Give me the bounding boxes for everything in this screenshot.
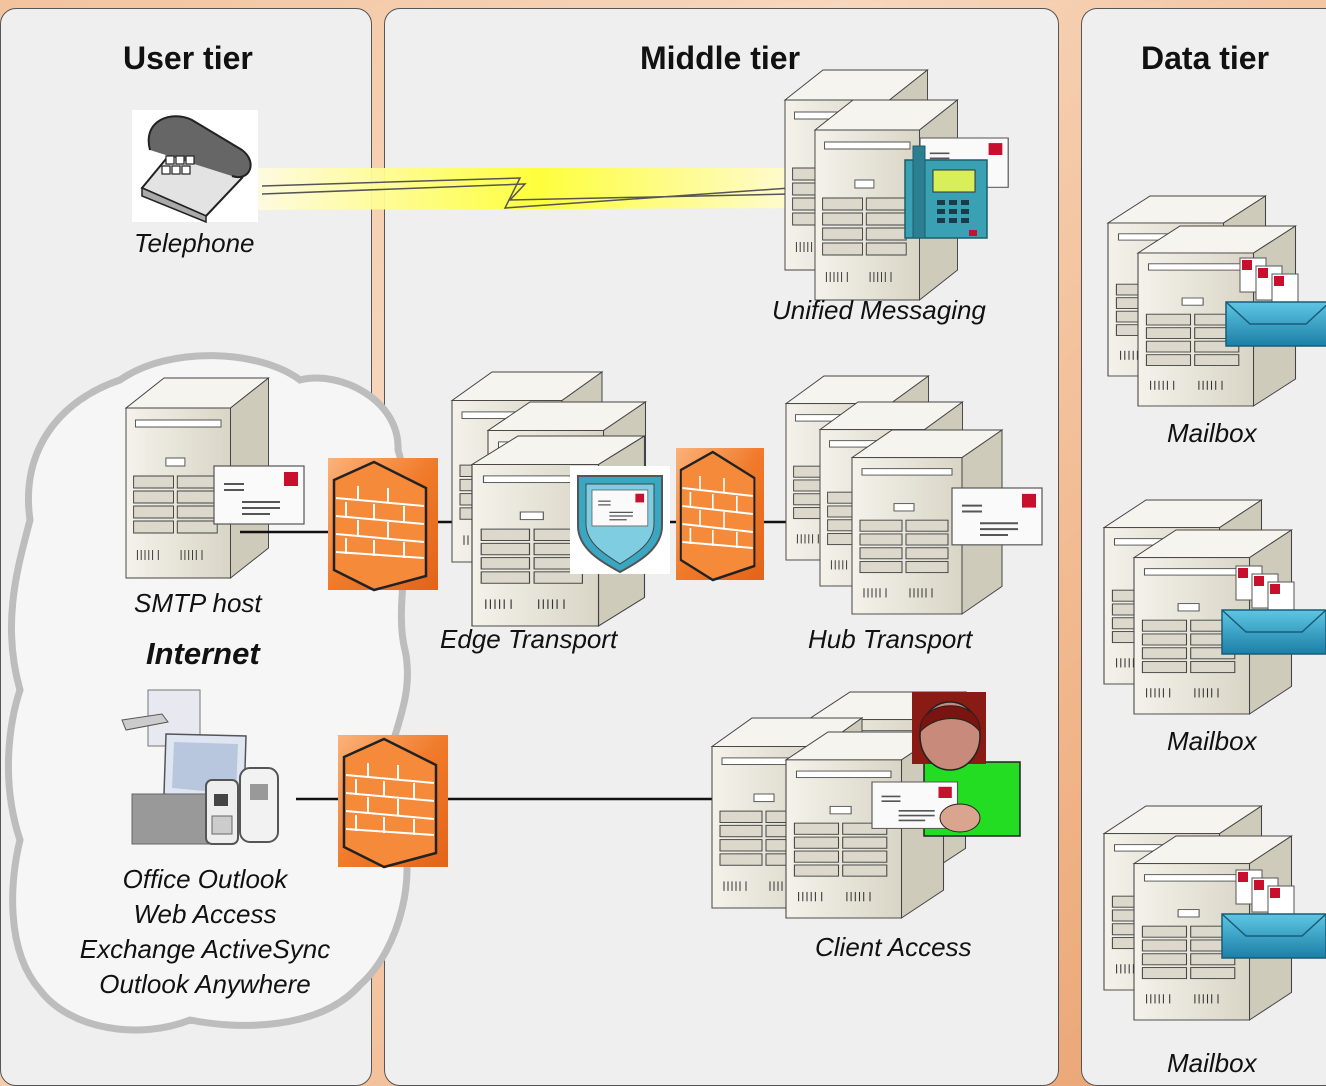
data-tier-title: Data tier	[1141, 40, 1270, 76]
telephony-link	[258, 168, 820, 210]
client-access-label: Client Access	[815, 932, 972, 962]
cloud-icon	[5, 352, 411, 1034]
client-type-item: Web Access	[133, 899, 277, 929]
internet-label: Internet	[146, 636, 260, 671]
hub-transport-server-icon	[785, 375, 1043, 615]
phone-device-icon	[904, 145, 988, 239]
client-type-item: Outlook Anywhere	[99, 969, 311, 999]
mailbox-server-icon	[1103, 499, 1326, 715]
user-tier-title: User tier	[123, 40, 253, 76]
edge-transport-server-icon	[451, 371, 670, 627]
unified-messaging-label: Unified Messaging	[772, 295, 986, 325]
telephone-icon	[132, 110, 258, 224]
client-types-list: Office Outlook Web Access Exchange Activ…	[60, 862, 350, 1002]
middle-tier-title: Middle tier	[640, 40, 801, 76]
smtp-host-label: SMTP host	[134, 588, 262, 618]
mailbox-label: Mailbox	[1167, 418, 1257, 448]
firewall-icon	[336, 733, 450, 869]
telephone-label: Telephone	[134, 228, 255, 258]
hub-transport-label: Hub Transport	[808, 624, 973, 654]
shield-icon	[570, 466, 670, 574]
mailbox-label: Mailbox	[1167, 1048, 1257, 1078]
edge-transport-label: Edge Transport	[440, 624, 618, 654]
firewall-icon	[674, 446, 766, 582]
client-devices-icon	[121, 689, 279, 845]
firewall-icon	[326, 456, 440, 592]
client-access-server-icon	[711, 691, 1021, 919]
unified-messaging-server-icon	[784, 69, 1010, 301]
client-type-item: Exchange ActiveSync	[79, 934, 331, 964]
mailbox-server-icon	[1103, 805, 1326, 1021]
user-icon	[871, 692, 1021, 837]
mailbox-server-icon	[1107, 195, 1326, 407]
client-type-item: Office Outlook	[122, 864, 288, 894]
mailbox-label: Mailbox	[1167, 726, 1257, 756]
